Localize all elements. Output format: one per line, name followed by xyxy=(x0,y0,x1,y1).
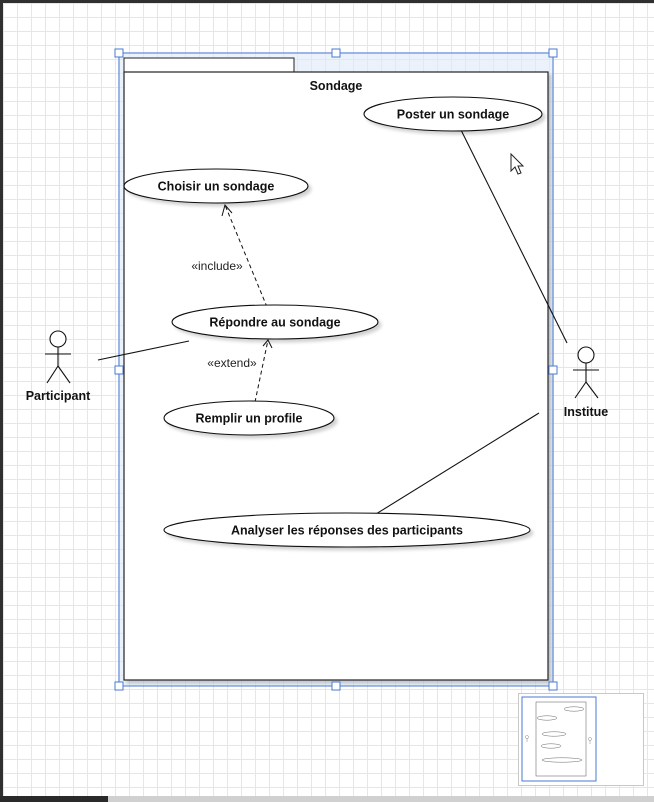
associations xyxy=(97,129,568,515)
actor-head xyxy=(49,330,67,348)
use-case-ellipse[interactable] xyxy=(363,96,543,132)
handle-bottom-center[interactable] xyxy=(331,681,341,691)
handle-top-right[interactable] xyxy=(548,48,558,58)
association-institue-poster[interactable] xyxy=(460,129,568,344)
dependencies xyxy=(224,204,269,403)
minimap-actors xyxy=(525,735,592,744)
system-body[interactable] xyxy=(123,71,549,681)
bottom-scrollbar[interactable] xyxy=(0,796,654,802)
mouse-cursor-icon xyxy=(510,152,525,175)
association-participant-repondre[interactable] xyxy=(97,340,190,361)
use-case-label: Répondre au sondage xyxy=(209,316,340,330)
extend-stereotype: «extend» xyxy=(207,356,257,370)
actor-left-leg xyxy=(574,381,587,399)
use-case-label: Choisir un sondage xyxy=(158,180,275,194)
use-case-analyser[interactable]: Analyser les réponses des participants xyxy=(163,512,531,548)
use-case-ellipse[interactable] xyxy=(163,400,335,436)
resize-handles[interactable] xyxy=(114,48,558,691)
minimap-use-cases xyxy=(536,706,585,763)
association-institue-analyser[interactable] xyxy=(375,412,540,515)
handle-bottom-right[interactable] xyxy=(548,681,558,691)
actor-right-leg xyxy=(585,381,599,399)
actor-institue[interactable] xyxy=(573,346,599,399)
actor-institue-label: Institue xyxy=(564,405,608,419)
use-case-ellipse[interactable] xyxy=(123,168,309,204)
use-case-repondre[interactable]: Répondre au sondage xyxy=(171,304,379,340)
handle-top-left[interactable] xyxy=(114,48,124,58)
use-case-poster[interactable]: Poster un sondage xyxy=(363,96,543,132)
use-case-ellipse[interactable] xyxy=(171,304,379,340)
dependency-arrowheads xyxy=(221,203,273,349)
actor-left-leg xyxy=(46,365,59,384)
minimap-system xyxy=(535,701,587,777)
system-boundary[interactable]: Sondage xyxy=(123,57,549,681)
actor-head xyxy=(577,346,595,364)
handle-bottom-left[interactable] xyxy=(114,681,124,691)
extend-arrowhead xyxy=(262,339,273,349)
actor-right-leg xyxy=(57,365,71,384)
actor-participant-label: Participant xyxy=(26,389,91,403)
use-case-label: Remplir un profile xyxy=(196,412,303,426)
actor-participant[interactable] xyxy=(45,330,71,384)
use-case-label: Analyser les réponses des participants xyxy=(231,524,463,538)
include-arrowhead xyxy=(221,203,233,217)
package-tab xyxy=(123,57,295,73)
use-case-label: Poster un sondage xyxy=(397,108,510,122)
extend-line[interactable] xyxy=(254,339,269,403)
use-case-choisir[interactable]: Choisir un sondage xyxy=(123,168,309,204)
minimap-preview xyxy=(521,696,597,782)
bottom-bar-dark xyxy=(0,796,108,802)
handle-top-center[interactable] xyxy=(331,48,341,58)
handle-middle-right[interactable] xyxy=(548,365,558,375)
include-line[interactable] xyxy=(224,204,268,308)
system-title: Sondage xyxy=(310,79,363,93)
include-stereotype: «include» xyxy=(191,259,243,273)
use-case-ellipse[interactable] xyxy=(163,512,531,548)
minimap[interactable] xyxy=(518,693,644,786)
handle-middle-left[interactable] xyxy=(114,365,124,375)
use-case-remplir[interactable]: Remplir un profile xyxy=(163,400,335,436)
minimap-viewport[interactable] xyxy=(521,696,597,782)
